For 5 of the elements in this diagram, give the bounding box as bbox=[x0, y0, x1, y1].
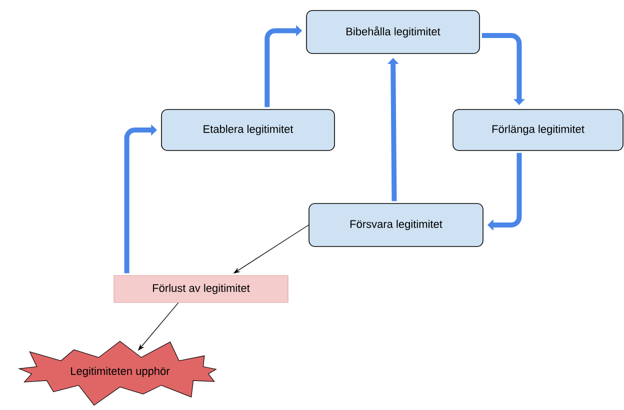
process-box: Bibehålla legitimitet bbox=[306, 10, 480, 54]
process-box: Förlänga legitimitet bbox=[452, 109, 624, 151]
process-box: Försvara legitimitet bbox=[308, 203, 484, 247]
process-box: Etablera legitimitet bbox=[161, 109, 335, 151]
loss-box: Förlust av legitimitet bbox=[114, 275, 288, 303]
